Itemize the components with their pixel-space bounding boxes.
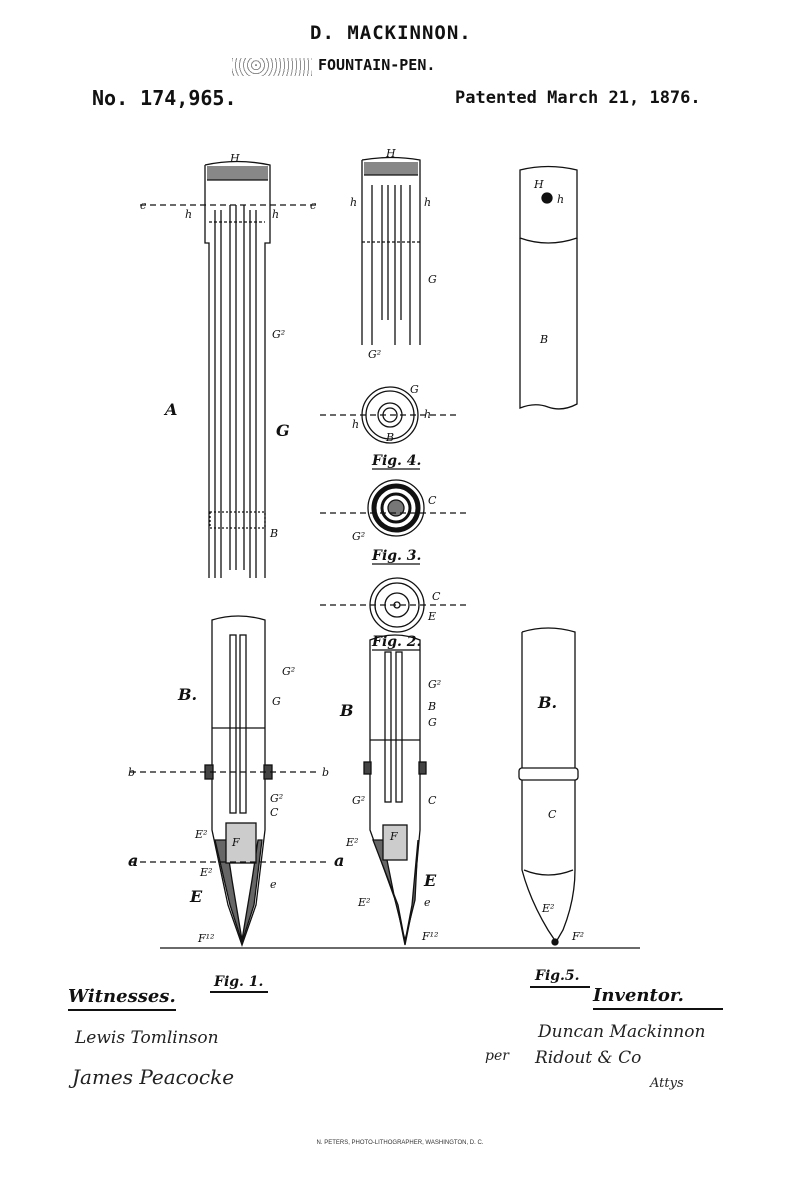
label: E bbox=[423, 871, 437, 890]
label: F¹² bbox=[421, 930, 438, 943]
label: G² bbox=[428, 678, 441, 691]
label: a bbox=[128, 851, 138, 870]
attorney-signature: Ridout & Co bbox=[535, 1048, 642, 1068]
fig3-cross-section bbox=[320, 479, 470, 537]
label: E² bbox=[541, 902, 554, 915]
label: G² bbox=[270, 792, 283, 805]
witnesses-label: Witnesses. bbox=[68, 986, 176, 1011]
inventor-name: D. MACKINNON. bbox=[310, 22, 472, 44]
label: b bbox=[322, 766, 329, 779]
fig5-caption: Fig.5. bbox=[534, 968, 580, 984]
label: G bbox=[428, 716, 437, 729]
fig3-caption: Fig. 3. bbox=[371, 548, 421, 564]
label: e bbox=[424, 896, 431, 909]
label: h bbox=[424, 196, 431, 209]
label: h bbox=[352, 418, 359, 431]
label: G bbox=[410, 383, 419, 396]
label: E bbox=[189, 887, 203, 906]
label: E² bbox=[199, 866, 212, 879]
fig-upper-exterior-pen bbox=[519, 165, 578, 410]
label: a bbox=[334, 851, 344, 870]
label: h bbox=[557, 193, 564, 206]
label: C bbox=[270, 806, 279, 819]
label: h bbox=[424, 408, 431, 421]
label: h bbox=[185, 208, 192, 221]
patent-title: FOUNTAIN-PEN. bbox=[318, 56, 436, 74]
label: F bbox=[231, 836, 240, 849]
label: h bbox=[350, 196, 357, 209]
label: G² bbox=[352, 530, 365, 543]
label: c bbox=[140, 199, 146, 212]
label: G² bbox=[272, 328, 285, 341]
label: E² bbox=[357, 896, 370, 909]
label: H bbox=[533, 178, 544, 191]
label: C bbox=[428, 794, 437, 807]
label: C bbox=[548, 808, 557, 821]
inventor-signature: Duncan Mackinnon bbox=[538, 1022, 706, 1042]
label: E² bbox=[194, 828, 207, 841]
label: e bbox=[270, 878, 277, 891]
label: B bbox=[427, 700, 436, 713]
fig4-caption: Fig. 4. bbox=[371, 453, 421, 469]
label: E² bbox=[345, 836, 358, 849]
per-label: per bbox=[485, 1048, 509, 1064]
label: G² bbox=[282, 665, 295, 678]
label: C bbox=[432, 590, 441, 603]
fig1-caption: Fig. 1. bbox=[213, 974, 263, 990]
inventor-label: Inventor. bbox=[593, 985, 723, 1010]
label: G² bbox=[352, 794, 365, 807]
label: C bbox=[428, 494, 437, 507]
ink-stamp-smudge bbox=[232, 58, 312, 76]
patent-number: No. 174,965. bbox=[92, 86, 237, 110]
label: A bbox=[163, 400, 177, 419]
label: B bbox=[385, 431, 394, 444]
label: B bbox=[269, 527, 278, 540]
reference-labels: H c c h h G² A G B H h h G G² H h B G h … bbox=[128, 147, 584, 990]
label: B bbox=[539, 333, 548, 346]
fig1-lower-pen bbox=[130, 615, 330, 947]
witness-1-signature: Lewis Tomlinson bbox=[75, 1028, 219, 1048]
label: G bbox=[428, 273, 437, 286]
fig-lower-section-pen bbox=[363, 634, 427, 946]
fig2-caption: Fig. 2. bbox=[371, 634, 421, 650]
label: B. bbox=[177, 685, 197, 704]
label: h bbox=[272, 208, 279, 221]
patent-date: Patented March 21, 1876. bbox=[455, 88, 701, 108]
fig4-cross-section bbox=[320, 386, 460, 444]
fig1-upper-pen bbox=[140, 160, 320, 578]
label: B. bbox=[537, 693, 557, 712]
label: F¹² bbox=[197, 932, 214, 945]
label: G² bbox=[368, 348, 381, 361]
label: G bbox=[272, 695, 281, 708]
label: H bbox=[385, 147, 396, 160]
label: c bbox=[310, 199, 316, 212]
witness-2-signature: James Peacocke bbox=[72, 1065, 235, 1089]
printer-credit: N. PETERS, PHOTO-LITHOGRAPHER, WASHINGTO… bbox=[316, 1140, 484, 1146]
attorneys-label: Attys bbox=[650, 1076, 684, 1091]
label: B bbox=[339, 701, 354, 720]
fig5-exterior-pen bbox=[518, 627, 579, 946]
fig-upper-section-pen bbox=[361, 156, 421, 345]
label: F bbox=[389, 830, 398, 843]
label: E bbox=[427, 610, 436, 623]
label: b bbox=[128, 766, 135, 779]
fig2-cross-section bbox=[320, 577, 470, 633]
label: G bbox=[276, 421, 290, 440]
label: H bbox=[229, 152, 240, 165]
label: F² bbox=[571, 930, 584, 943]
